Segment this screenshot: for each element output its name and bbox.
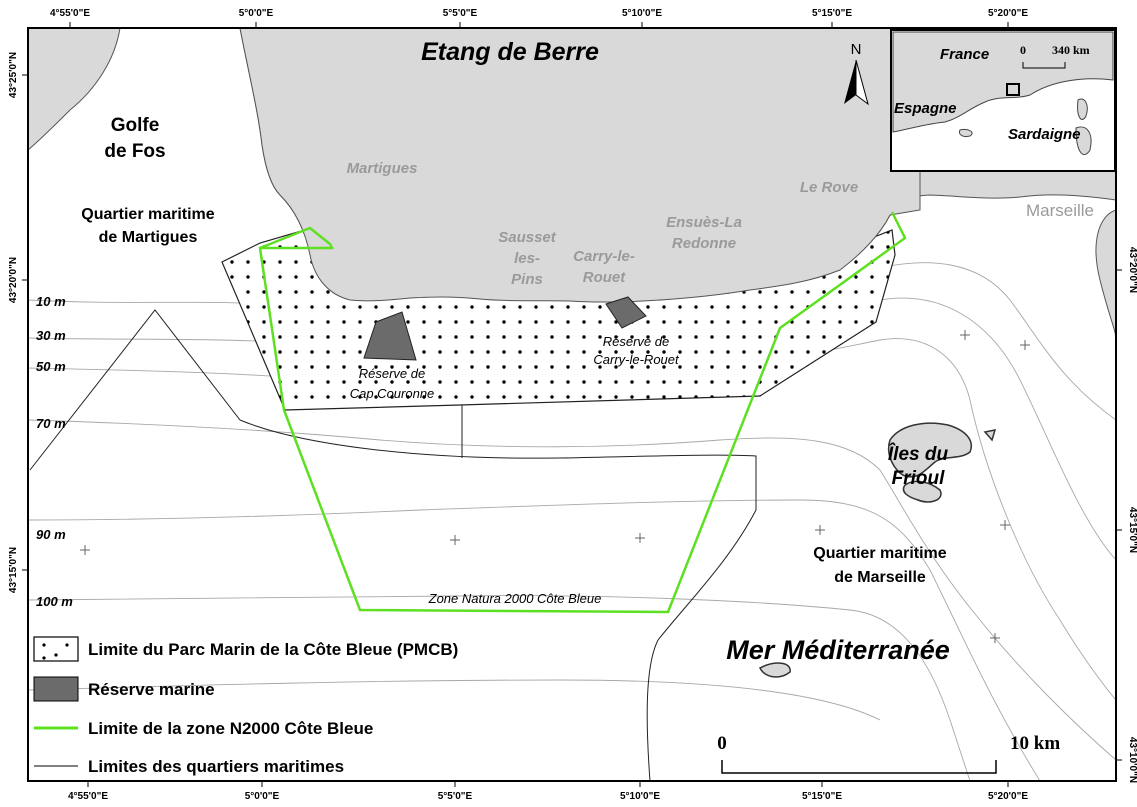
right-tick-label: 43°10'0"N — [1127, 737, 1137, 783]
place-labels: Etang de Berre Golfe de Fos Quartier mar… — [81, 38, 1094, 665]
bottom-tick-label: 4°55'0"E — [68, 791, 108, 802]
top-tick-label: 5°15'0"E — [812, 8, 852, 19]
inset-france: France — [940, 46, 989, 63]
right-tick-label: 43°20'0"N — [1127, 247, 1137, 293]
scale-bar-line — [721, 760, 997, 774]
qm-martigues-label: Quartier maritime — [81, 206, 214, 223]
depth-label: 90 m — [36, 527, 66, 542]
natura-label: Zone Natura 2000 Côte Bleue — [428, 591, 602, 606]
left-axis: 43°25'0"N 43°20'0"N 43°15'0"N — [8, 52, 28, 593]
etang-label: Etang de Berre — [421, 38, 599, 66]
reserve-carry-label: Réserve de — [603, 334, 669, 349]
left-tick-label: 43°25'0"N — [8, 52, 19, 98]
reserve-cap-couronne — [363, 311, 417, 361]
depth-label: 100 m — [36, 594, 73, 609]
golfe-label: de Fos — [104, 141, 165, 162]
bottom-tick-label: 5°20'0"E — [988, 791, 1028, 802]
top-tick-label: 5°5'0"E — [443, 8, 478, 19]
sausset-label: les- — [514, 250, 540, 267]
right-tick-label: 43°15'0"N — [1127, 507, 1137, 553]
top-tick-label: 5°20'0"E — [988, 8, 1028, 19]
depth-label: 70 m — [36, 416, 66, 431]
sausset-label: Pins — [511, 271, 543, 288]
carry-label: Rouet — [583, 269, 627, 286]
sausset-label: Sausset — [498, 229, 557, 246]
ensues-label: Ensuès-La — [666, 214, 742, 231]
inset-baleares — [959, 129, 973, 137]
north-arrow: N — [844, 41, 869, 106]
natura-2000-boundary — [258, 211, 907, 614]
qm-martigues-label: de Martigues — [99, 229, 198, 246]
scale-bar: 0 10 km — [717, 733, 1060, 774]
legend-label: Limite de la zone N2000 Côte Bleue — [88, 719, 373, 738]
reserve-cap-label: Cap Couronne — [350, 386, 435, 401]
legend-label: Limite du Parc Marin de la Côte Bleue (P… — [88, 640, 458, 659]
depth-label: 50 m — [36, 359, 66, 374]
top-tick-label: 5°10'0"E — [622, 8, 662, 19]
map-frame — [27, 27, 1117, 782]
reserve-carry-label: Carry-le-Rouet — [593, 352, 680, 367]
inset-map: France Espagne Sardaigne 0 340 km — [890, 29, 1116, 172]
qm-marseille-label: Quartier maritime — [813, 545, 946, 562]
right-axis: 43°20'0"N 43°15'0"N 43°10'0"N — [1116, 247, 1137, 783]
inset-scale-label: 340 km — [1052, 43, 1090, 57]
inset-location-box — [1006, 83, 1020, 96]
scale-zero: 0 — [717, 733, 727, 754]
reserve-cap-label: Réserve de — [359, 366, 425, 381]
carry-label: Carry-le- — [573, 248, 635, 265]
depth-label: 10 m — [36, 294, 66, 309]
qm-marseille-label: de Marseille — [834, 569, 926, 586]
north-label: N — [851, 41, 862, 58]
scale-label: 10 km — [1010, 733, 1060, 754]
depth-label: 30 m — [36, 328, 66, 343]
martigues-label: Martigues — [347, 160, 418, 177]
ensues-label: Redonne — [672, 235, 736, 252]
marseille-label: Marseille — [1026, 201, 1094, 220]
top-tick-label: 4°55'0"E — [50, 8, 90, 19]
bottom-tick-label: 5°0'0"E — [245, 791, 280, 802]
golfe-label: Golfe — [111, 115, 160, 136]
depth-labels: 10 m 30 m 50 m 70 m 90 m 100 m — [36, 294, 73, 609]
bottom-tick-label: 5°15'0"E — [802, 791, 842, 802]
legend-symbol-pmcb — [33, 636, 79, 662]
inset-land — [892, 31, 1114, 133]
legend-label: Limites des quartiers maritimes — [88, 757, 344, 776]
legend-label: Réserve marine — [88, 680, 215, 699]
top-axis: 4°55'0"E 5°0'0"E 5°5'0"E 5°10'0"E 5°15'0… — [50, 8, 1028, 28]
left-tick-label: 43°15'0"N — [8, 547, 19, 593]
inset-espagne: Espagne — [894, 100, 957, 117]
iles-frioul-label: Frioul — [892, 468, 945, 489]
graticule-crosses — [80, 330, 1030, 643]
bottom-axis: 4°55'0"E 5°0'0"E 5°5'0"E 5°10'0"E 5°15'0… — [68, 781, 1028, 802]
legend: Limite du Parc Marin de la Côte Bleue (P… — [33, 636, 458, 776]
legend-symbol-reserve — [33, 676, 79, 702]
inset-corsica — [1077, 98, 1088, 120]
frioul-islands — [759, 422, 997, 678]
mer-label: Mer Méditerranée — [726, 635, 950, 665]
bottom-tick-label: 5°10'0"E — [620, 791, 660, 802]
iles-frioul-label: Îles du — [888, 443, 949, 465]
bottom-tick-label: 5°5'0"E — [438, 791, 473, 802]
inset-sardaigne: Sardaigne — [1008, 126, 1081, 143]
inset-scale-zero: 0 — [1020, 43, 1026, 57]
inset-sardinia — [1075, 126, 1092, 155]
top-tick-label: 5°0'0"E — [239, 8, 274, 19]
le-rove-label: Le Rove — [800, 179, 858, 196]
inset-scale-bar — [1022, 62, 1066, 69]
left-tick-label: 43°20'0"N — [8, 257, 19, 303]
reserve-carry-le-rouet — [605, 296, 647, 329]
